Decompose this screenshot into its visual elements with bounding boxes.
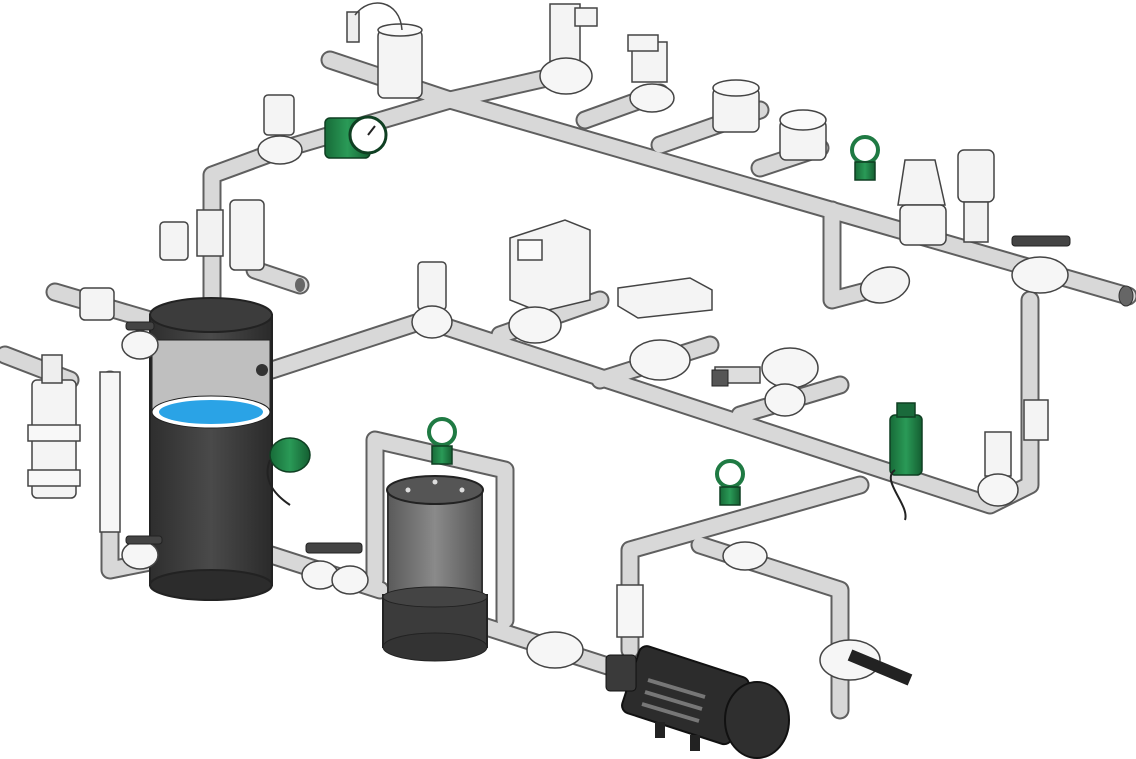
circulation-pump (605, 645, 790, 759)
ball-valve-top-right (1011, 235, 1071, 247)
valve-handles (125, 235, 1071, 554)
pressure-gauge-right (850, 135, 880, 165)
thermostat-probe (711, 369, 729, 387)
pressure-gauge-filter (427, 417, 457, 447)
ball-valve-tank-top (125, 321, 155, 331)
fittings (27, 2, 1069, 686)
main-reservoir-tank (149, 297, 273, 601)
pressure-gauge-lower (715, 459, 745, 489)
green-level-sensor (269, 437, 311, 473)
filter-housing (382, 475, 488, 662)
ball-valve-tank-bottom (305, 542, 363, 554)
water-surface (159, 400, 263, 424)
green-pressure-switch (889, 414, 923, 476)
green-components (266, 115, 923, 521)
